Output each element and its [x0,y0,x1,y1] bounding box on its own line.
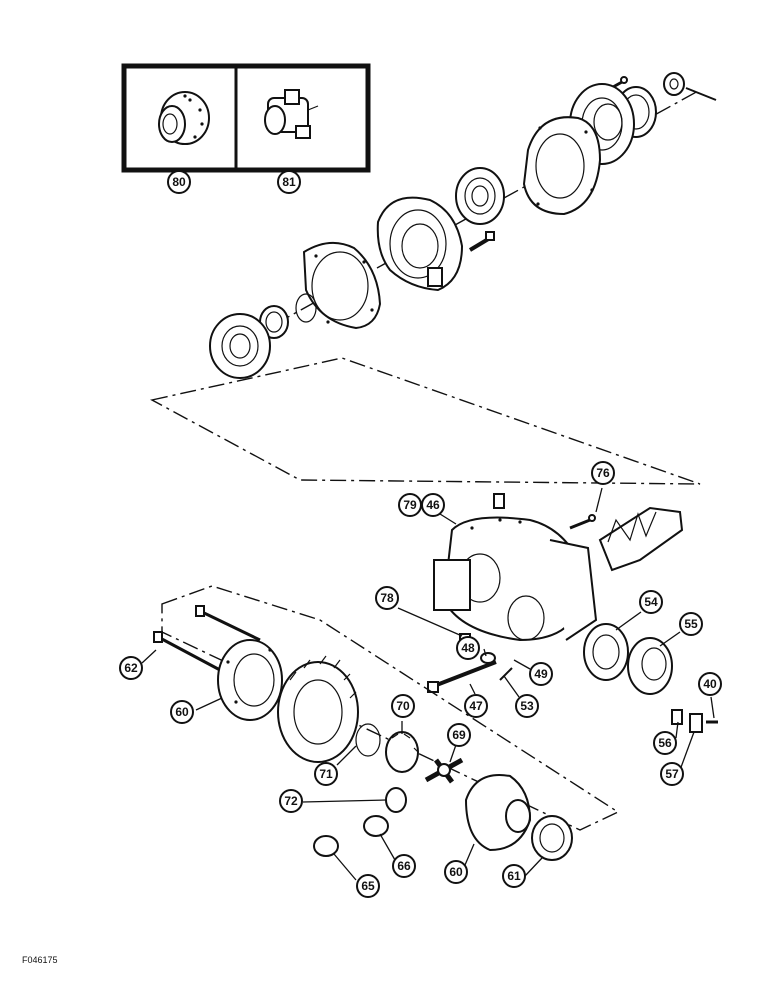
gasket-large [302,241,382,330]
callout-71: 71 [314,762,338,786]
bolt-housing [468,231,495,252]
pinion-gear-72 [385,787,407,813]
figure-id: F046175 [22,955,58,965]
callout-70-label: 70 [396,699,410,713]
callout-76: 76 [591,461,615,485]
callout-61: 61 [502,864,526,888]
callout-69: 69 [447,723,471,747]
diff-case-60-lower [464,774,532,852]
callout-70: 70 [391,694,415,718]
carrier-housing-main [433,516,598,642]
callout-79: 79 [398,493,422,517]
callout-80: 80 [167,170,191,194]
callout-54-label: 54 [644,595,658,609]
side-gear-70 [385,731,419,773]
callout-69-label: 69 [452,728,466,742]
callout-81-label: 81 [282,175,296,189]
callout-57-label: 57 [665,767,679,781]
flange-80-illustration [158,91,210,145]
callout-66-label: 66 [397,859,411,873]
callout-48: 48 [456,636,480,660]
bearing-61 [531,815,573,861]
callout-49: 49 [529,662,553,686]
disc-65 [313,835,339,857]
callout-62: 62 [119,656,143,680]
yoke-81-illustration [264,89,319,139]
callout-61-label: 61 [507,869,521,883]
thrust-washer-71 [355,723,381,757]
adjuster-55 [627,637,673,695]
bearing-upper [455,167,505,225]
spider-69 [424,757,464,784]
callout-60-lower: 60 [444,860,468,884]
inset-panel [121,63,371,173]
callout-60-upper: 60 [170,700,194,724]
pin-53 [499,667,513,681]
thrust-washer-66 [363,815,389,837]
callout-72-label: 72 [284,794,298,808]
callout-78-label: 78 [380,591,394,605]
bearing-lower [209,313,271,379]
snap-ring [295,293,317,323]
cotter-pin-top [685,87,717,101]
callout-60-lower-label: 60 [449,865,463,879]
bolt-47 [427,660,497,693]
callout-48-label: 48 [461,641,475,655]
bolt-76 [569,514,596,530]
callout-54: 54 [639,590,663,614]
callout-62-label: 62 [124,661,138,675]
callout-80-label: 80 [172,175,186,189]
carrier-housing-upper [376,196,464,292]
diff-case-60-upper [217,639,283,721]
callout-47-label: 47 [469,699,483,713]
callout-65: 65 [356,874,380,898]
callout-53-label: 53 [520,699,534,713]
callout-55: 55 [679,612,703,636]
callout-46-label: 46 [426,498,440,512]
callout-57: 57 [660,762,684,786]
nut-top [663,72,685,96]
callout-56: 56 [653,731,677,755]
callout-53: 53 [515,694,539,718]
callout-40-label: 40 [703,677,717,691]
callout-60-upper-label: 60 [175,705,189,719]
gasket-plate [522,116,602,216]
callout-40: 40 [698,672,722,696]
callout-79-label: 79 [403,498,417,512]
callout-65-label: 65 [361,879,375,893]
callout-46: 46 [421,493,445,517]
assembly-boundary-upper [150,357,701,485]
bearing-54 [583,623,629,681]
callout-66: 66 [392,854,416,878]
plug-top [493,493,505,509]
callout-56-label: 56 [658,736,672,750]
callout-47: 47 [464,694,488,718]
callout-71-label: 71 [319,767,333,781]
callout-55-label: 55 [684,617,698,631]
callout-78: 78 [375,586,399,610]
bolt-62 [153,605,261,672]
callout-76-label: 76 [596,466,610,480]
callout-72: 72 [279,789,303,813]
lock-56-57 [671,709,703,733]
pinion-gear [598,506,684,572]
callout-49-label: 49 [534,667,548,681]
callout-81: 81 [277,170,301,194]
ring-gear [277,655,359,763]
